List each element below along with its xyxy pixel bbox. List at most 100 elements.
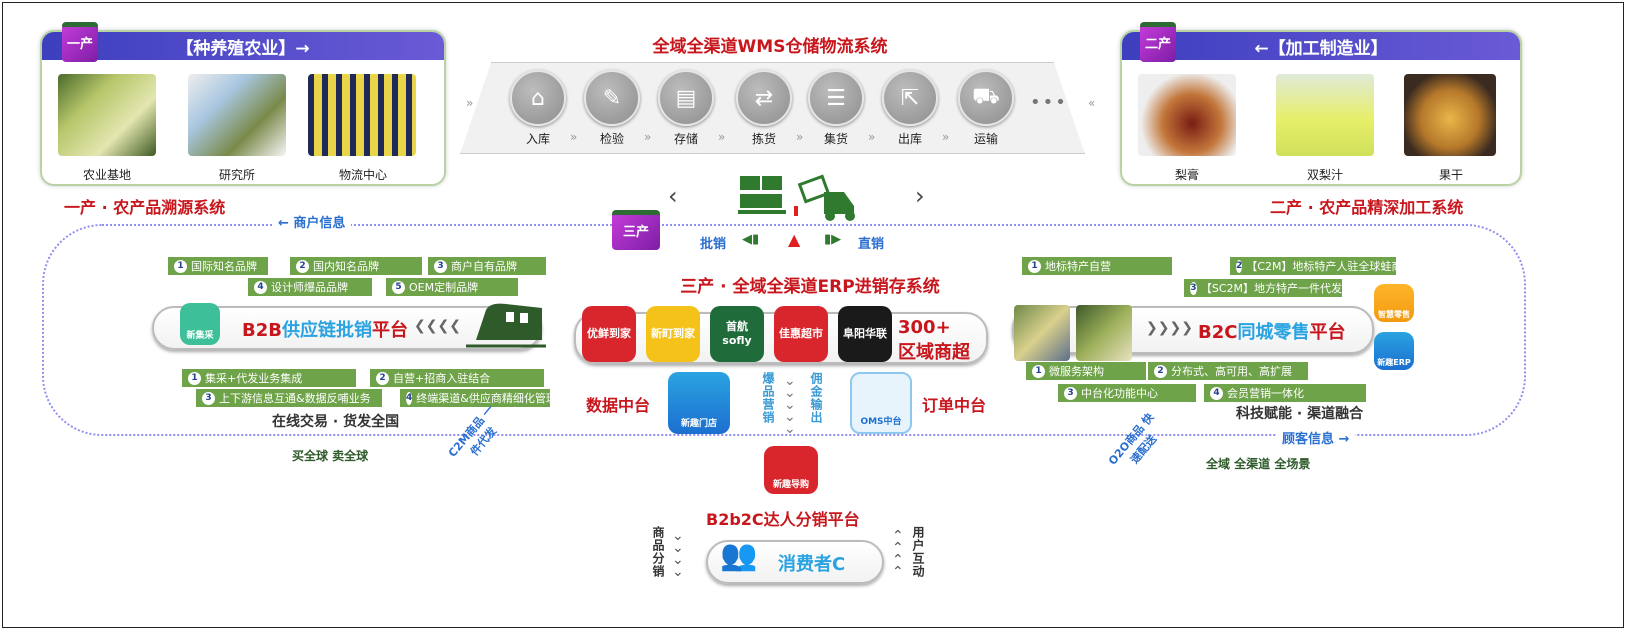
dried-fruit-image <box>1404 74 1496 156</box>
wms-step-label: 拣货 <box>751 132 776 146</box>
app-icon[interactable]: 新集采 <box>180 303 220 345</box>
b2c-slogan: 科技赋能 · 渠道融合 <box>1236 406 1364 422</box>
title-part: 供应链批销 <box>281 320 372 341</box>
store-app-icon[interactable]: 优鲜到家 <box>582 306 636 362</box>
store-label: 区域商超 <box>898 342 970 363</box>
chevron-right-icon: » <box>942 130 950 144</box>
secondary-header: ←【加工制造业】 <box>1122 32 1520 60</box>
number-badge: 3 <box>202 391 215 405</box>
pear-paste-image <box>1138 74 1236 156</box>
number-badge: 1 <box>174 259 187 273</box>
wms-step-label: 运输 <box>973 132 998 146</box>
b2b2c-app-icon[interactable]: 新趣导购 <box>764 446 818 494</box>
tag-label: OEM定制品牌 <box>409 281 479 294</box>
item-label: 研究所 <box>218 168 255 182</box>
wms-step-icon: ✎ <box>584 70 640 126</box>
feature-tag: 4 设计师爆品品牌 <box>248 278 372 296</box>
number-badge: 3 <box>1064 386 1077 400</box>
chevron-right-icon[interactable]: › <box>915 182 925 210</box>
more-steps: ••• <box>1030 92 1068 113</box>
wms-step-label: 检验 <box>599 132 624 146</box>
store-app-icon[interactable]: 阜阳华联 <box>838 306 892 362</box>
tag-label: 国内知名品牌 <box>313 260 379 273</box>
store-app-icon[interactable]: 新町到家 <box>646 306 700 362</box>
tag-label: 【C2M】地标特产人驻全球蛙商超联盟 <box>1246 260 1396 273</box>
item-label: 梨膏 <box>1174 168 1199 182</box>
erp-title: 三产 · 全域全渠道ERP进销存系统 <box>680 277 940 297</box>
wms-step-icon: ⇱ <box>882 70 938 126</box>
b2c-bottom-slogan: 全域 全渠道 全场景 <box>1206 457 1311 471</box>
chevrons-left-icon: ❮❮❮❮ <box>414 318 461 334</box>
chevron-right-icon: » <box>796 130 804 144</box>
chevron-right-icon: » <box>718 130 726 144</box>
order-center-label: 订单中台 <box>922 396 987 415</box>
chevrons-up-icon: ⌃⌃⌃⌃ <box>892 528 904 580</box>
secondary-badge: 二产 <box>1140 22 1176 62</box>
tag-label: 分布式、高可用、高扩展 <box>1171 365 1292 378</box>
item-label: 双梨汁 <box>1306 168 1343 182</box>
number-badge: 4 <box>254 280 267 294</box>
wms-step-label: 入库 <box>525 132 550 146</box>
wms-step-icon: ☰ <box>808 70 864 126</box>
consumer-pill[interactable] <box>706 540 884 584</box>
data-center-app-icon[interactable]: 新趣门店 <box>668 372 730 434</box>
chevron-left-icon: « <box>1088 96 1096 110</box>
store-app-icon[interactable]: 佳惠超市 <box>774 306 828 362</box>
chevron-right-icon: » <box>644 130 652 144</box>
feature-tag: 3【SC2M】地方特产一件代发 <box>1184 279 1342 297</box>
tag-label: 自营+招商入驻结合 <box>393 372 491 385</box>
chevron-right-icon: » <box>868 130 876 144</box>
feature-tag: 1 国际知名品牌 <box>168 257 268 275</box>
oms-app-icon[interactable]: OMS中台 <box>850 372 912 434</box>
tertiary-badge: 三产 <box>612 210 660 250</box>
feature-tag: 2 分布式、高可用、高扩展 <box>1148 362 1308 380</box>
title-part: B2C <box>1198 322 1238 343</box>
smart-retail-app-icon[interactable]: 智慧零售 <box>1374 284 1414 322</box>
wholesale-label: 批销 <box>700 237 727 252</box>
train-icon <box>466 303 546 348</box>
secondary-title: 二产 · 农产品精深加工系统 <box>1270 198 1464 217</box>
farm-image <box>58 74 156 156</box>
store-app-icon[interactable]: 首航 sofly <box>710 306 764 362</box>
merchant-info-label: ← 商户信息 <box>272 212 352 231</box>
number-badge: 2 <box>1236 259 1243 273</box>
chevrons-down-icon: ⌄⌄⌄⌄⌄ <box>784 373 796 437</box>
feature-tag: 2 自营+招商入驻结合 <box>370 369 544 387</box>
commission-output-label: 佣金输出 <box>809 372 823 424</box>
number-badge: 2 <box>376 371 389 385</box>
primary-industry-panel: 【种养殖农业】→ 农业基地 研究所 物流中心 <box>40 30 446 186</box>
chevron-right-icon: » <box>570 130 578 144</box>
chevron-left-icon[interactable]: ‹ <box>668 182 678 210</box>
primary-title: 一产 · 农产品溯源系统 <box>64 198 226 217</box>
chevron-right-icon: » <box>466 96 474 110</box>
tag-label: 中台化功能中心 <box>1081 387 1158 400</box>
b2b-slogan: 在线交易 · 货发全国 <box>272 414 400 430</box>
feature-tag: 2【C2M】地标特产人驻全球蛙商超联盟 <box>1230 257 1396 275</box>
tag-label: 会员营销一体化 <box>1227 387 1304 400</box>
title-part: B2B <box>242 320 282 341</box>
lab-image <box>188 74 286 156</box>
primary-badge: 一产 <box>62 22 98 62</box>
wms-step-label: 集货 <box>823 132 848 146</box>
hot-marketing-label: 爆品营销 <box>761 372 775 424</box>
secondary-industry-panel: ←【加工制造业】 梨膏 双梨汁 果干 <box>1120 30 1522 186</box>
tag-label: 设计师爆品品牌 <box>271 281 348 294</box>
users-icon: 👥 <box>720 538 758 573</box>
customer-info-label: 顾客信息 → <box>1276 428 1356 447</box>
consumer-label: 消费者C <box>778 554 846 575</box>
tag-label: 商户自有品牌 <box>451 260 517 273</box>
tag-label: 国际知名品牌 <box>191 260 257 273</box>
b2c-platform-bar[interactable] <box>1012 306 1374 354</box>
arrow-right-icon: ▮▶ <box>824 232 842 247</box>
tag-label: 地标特产自营 <box>1045 260 1111 273</box>
erp-app-icon[interactable]: 新趣ERP <box>1374 332 1414 370</box>
wms-step-icon: ⌂ <box>510 70 566 126</box>
number-badge: 2 <box>1154 364 1167 378</box>
logistics-image <box>308 74 416 156</box>
